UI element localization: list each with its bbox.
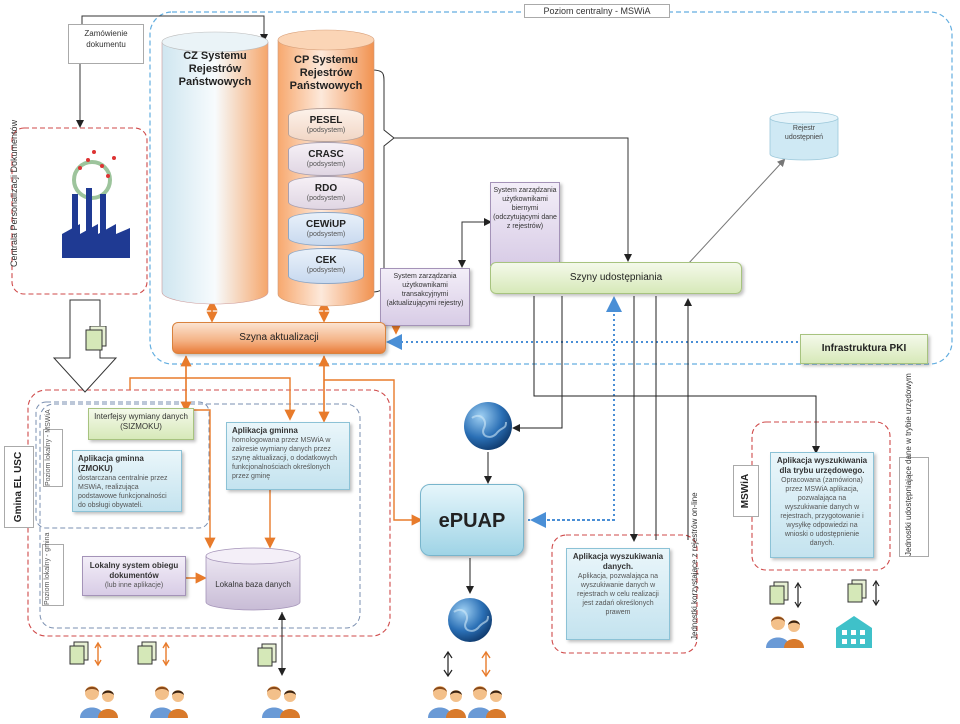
cp-system-title: CP Systemu Rejestrów Państwowych [289, 54, 363, 92]
document-arrow-icon [769, 581, 802, 609]
mswia-label: MSWiA [733, 465, 759, 517]
document-orange-arrow-icon [137, 641, 170, 667]
people-icon [150, 686, 188, 718]
register-cewiup: CEWiUP (podsystem) [288, 212, 364, 246]
central-level-label: Poziom centralny - MSWiA [524, 4, 670, 18]
local-gmina-label: Poziom lokalny - gmina [42, 533, 64, 606]
register-pesel: PESEL (podsystem) [288, 108, 364, 142]
people-icon [428, 686, 466, 718]
search-app-desc: Aplikacja, pozwalająca na wyszukiwanie d… [577, 573, 659, 616]
register-name: CEK [315, 255, 337, 266]
sharing-to-register-connector [687, 158, 786, 265]
document-arrow-icon [847, 579, 880, 607]
people-icon [262, 686, 300, 718]
local-gmina-region-border [39, 403, 361, 629]
app-zmoku-title: Aplikacja gminna (ZMOKU) [78, 454, 144, 473]
local-circulation-sub: (lub inne aplikacje) [104, 582, 164, 589]
register-sub: (podsystem) [306, 195, 346, 202]
register-name: RDO [314, 183, 338, 194]
building-icon [836, 616, 872, 648]
personalization-center-label: Centrala Personalizacji Dokumentów [9, 119, 19, 267]
pki-box: Infrastruktura PKI [800, 334, 928, 364]
app-zmoku-box: Aplikacja gminna (ZMOKU) dostarczana cen… [72, 450, 182, 512]
register-sub: (podsystem) [306, 267, 346, 274]
update-bus: Szyna aktualizacji [172, 322, 386, 354]
people-icon [468, 686, 506, 718]
transaction-users-system: System zarządzania użytkownikami transak… [380, 268, 470, 326]
users-link-connector [458, 221, 492, 268]
app-zmoku-desc: dostarczana centralnie przez MSWiA, real… [78, 475, 168, 509]
register-sub: (podsystem) [306, 161, 346, 168]
register-sub: (podsystem) [306, 127, 346, 134]
cp-to-sharing-connector [394, 137, 632, 262]
document-orange-arrow-icon [69, 641, 102, 667]
order-note: Zamówienie dokumentu [68, 24, 144, 64]
official-app-box: Aplikacja wyszukiwania dla trybu urzędow… [770, 452, 874, 558]
register-shared-label: Rejestr udostępnień [784, 125, 824, 141]
register-name: PESEL [309, 115, 343, 126]
online-units-label: Jednostki korzystające z rejestrów on-li… [690, 492, 699, 640]
people-icon [80, 686, 118, 718]
app-gmina-title: Aplikacja gminna [232, 426, 298, 435]
search-app-title: Aplikacja wyszukiwania danych. [572, 552, 664, 571]
gmina-level-label: Gmina EL USC [4, 446, 34, 528]
register-crasc: CRASC (podsystem) [288, 142, 364, 176]
official-units-label: Jednostki udostępniające dane w trybie u… [899, 373, 929, 557]
double-arrow-icon [443, 650, 453, 678]
document-icon [257, 643, 277, 667]
local-db-label: Lokalna baza danych [215, 580, 291, 589]
local-circulation-box: Lokalny system obiegu dokumentów (lub in… [82, 556, 186, 596]
document-icon [85, 326, 107, 351]
local-circulation-title: Lokalny system obiegu dokumentów [89, 561, 179, 580]
app-gmina-desc: homologowana przez MSWiA w zakresie wymi… [232, 437, 338, 480]
register-rdo: RDO (podsystem) [288, 176, 364, 210]
local-mswia-region-border [35, 401, 210, 529]
passive-users-system: System zarządzania użytkownikami biernym… [490, 182, 560, 266]
official-app-title: Aplikacja wyszukiwania dla trybu urzędow… [776, 456, 868, 475]
register-cek: CEK (podsystem) [288, 248, 364, 284]
cz-system-title: CZ Systemu Rejestrów Państwowych [178, 50, 252, 88]
personalization-region-border [11, 127, 148, 295]
globe-icon [448, 598, 492, 642]
app-gmina-box: Aplikacja gminna homologowana przez MSWi… [226, 422, 350, 490]
globe-icon [464, 402, 512, 450]
people-icon [766, 616, 804, 648]
factory-icon [62, 150, 130, 258]
epuap-box: ePUAP [420, 484, 524, 556]
cz-cylinder [161, 31, 269, 305]
epuap-blue-connector [528, 296, 622, 521]
register-sub: (podsystem) [306, 231, 346, 238]
sharing-bus: Szyny udostępniania [490, 262, 742, 294]
register-name: CEWiUP [306, 219, 346, 230]
register-name: CRASC [308, 149, 344, 160]
official-app-desc: Opracowana (zamówiona) przez MSWiA aplik… [780, 477, 864, 547]
register-shared-cylinder [769, 111, 839, 161]
local-db-cylinder [205, 547, 301, 611]
online-units-region-border [551, 534, 698, 654]
double-arrow-icon [481, 650, 491, 678]
local-mswia-label: Poziom lokalny - MSWiA [43, 409, 63, 487]
personalization-down-arrow [52, 299, 118, 393]
search-app-box: Aplikacja wyszukiwania danych. Aplikacja… [566, 548, 670, 640]
exchange-interfaces-box: Interfejsy wymiany danych (SIZMOKU) [88, 408, 194, 440]
